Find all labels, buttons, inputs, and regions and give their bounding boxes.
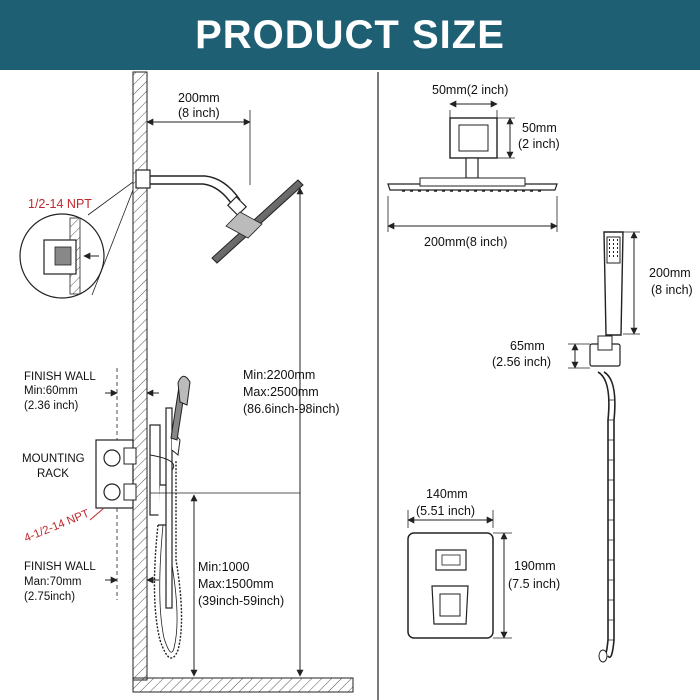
valve-height-inch: (39inch-59inch): [198, 594, 284, 608]
shower-height-inch: (86.6inch-98inch): [243, 402, 340, 416]
head-width-label: 200mm(8 inch): [424, 235, 507, 249]
mount-width-label: 50mm(2 inch): [432, 83, 508, 97]
finish-wall-top-inch: (2.36 inch): [24, 400, 79, 412]
trim-plate: 140mm (5.51 inch) 190mm (7.5 inch): [407, 487, 560, 639]
rain-shower-head: [135, 169, 304, 264]
valve-height-min: Min:1000: [198, 560, 249, 574]
arm-length-dimension: 200mm (8 inch): [146, 91, 251, 185]
left-panel: 200mm (8 inch) 1/2-14 NPT Min:2200mm: [19, 71, 354, 693]
thread-bottom-label: 4-1/2-14 NPT: [23, 508, 91, 545]
mount-height-mm: 50mm: [522, 121, 557, 135]
thread-top-label: 1/2-14 NPT: [28, 197, 92, 211]
mounting-rack-line1: MOUNTING: [22, 453, 85, 465]
right-panel: 50mm(2 inch) 50mm (2 inch) 200mm(8 inch): [387, 83, 693, 663]
header-banner: PRODUCT SIZE: [0, 0, 700, 70]
finish-wall-bottom-max: Man:70mm: [24, 576, 82, 588]
trim-height-inch: (7.5 inch): [508, 577, 560, 591]
holder-height-mm: 65mm: [510, 339, 545, 353]
finish-wall-top: FINISH WALL Min:60mm (2.36 inch): [24, 368, 159, 600]
shower-height-min: Min:2200mm: [243, 368, 315, 382]
trim-width-mm: 140mm: [426, 487, 468, 501]
arm-length-mm: 200mm: [178, 91, 220, 105]
npt-detail-circle: 1/2-14 NPT: [19, 181, 134, 299]
mount-height-inch: (2 inch): [518, 137, 560, 151]
handheld-length-inch: (8 inch): [651, 283, 693, 297]
handheld-shower: 200mm (8 inch) 65mm (2.56 inch): [492, 231, 693, 663]
valve-height-max: Max:1500mm: [198, 577, 274, 591]
holder-height-inch: (2.56 inch): [492, 355, 551, 369]
trim-height-mm: 190mm: [514, 559, 556, 573]
arm-length-inch: (8 inch): [178, 106, 220, 120]
trim-width-inch: (5.51 inch): [416, 504, 475, 518]
finish-wall-bottom: FINISH WALL Man:70mm (2.75inch): [24, 561, 159, 603]
mounting-rack: MOUNTING RACK: [22, 439, 137, 509]
finish-wall-bottom-inch: (2.75inch): [24, 591, 75, 603]
shower-height-dimension: Min:2200mm Max:2500mm (86.6inch-98inch): [243, 187, 340, 677]
finish-wall-top-label: FINISH WALL: [24, 371, 96, 383]
mounting-rack-line2: RACK: [37, 468, 69, 480]
shower-height-max: Max:2500mm: [243, 385, 319, 399]
valve-height-dimension: Min:1000 Max:1500mm (39inch-59inch): [150, 492, 300, 677]
valve-and-slidebar: [149, 375, 191, 659]
page-title: PRODUCT SIZE: [195, 12, 505, 57]
rain-head-side-view: 50mm(2 inch) 50mm (2 inch) 200mm(8 inch): [387, 83, 560, 249]
handheld-length-mm: 200mm: [649, 266, 691, 280]
finish-wall-bottom-label: FINISH WALL: [24, 561, 96, 573]
finish-wall-top-min: Min:60mm: [24, 385, 78, 397]
